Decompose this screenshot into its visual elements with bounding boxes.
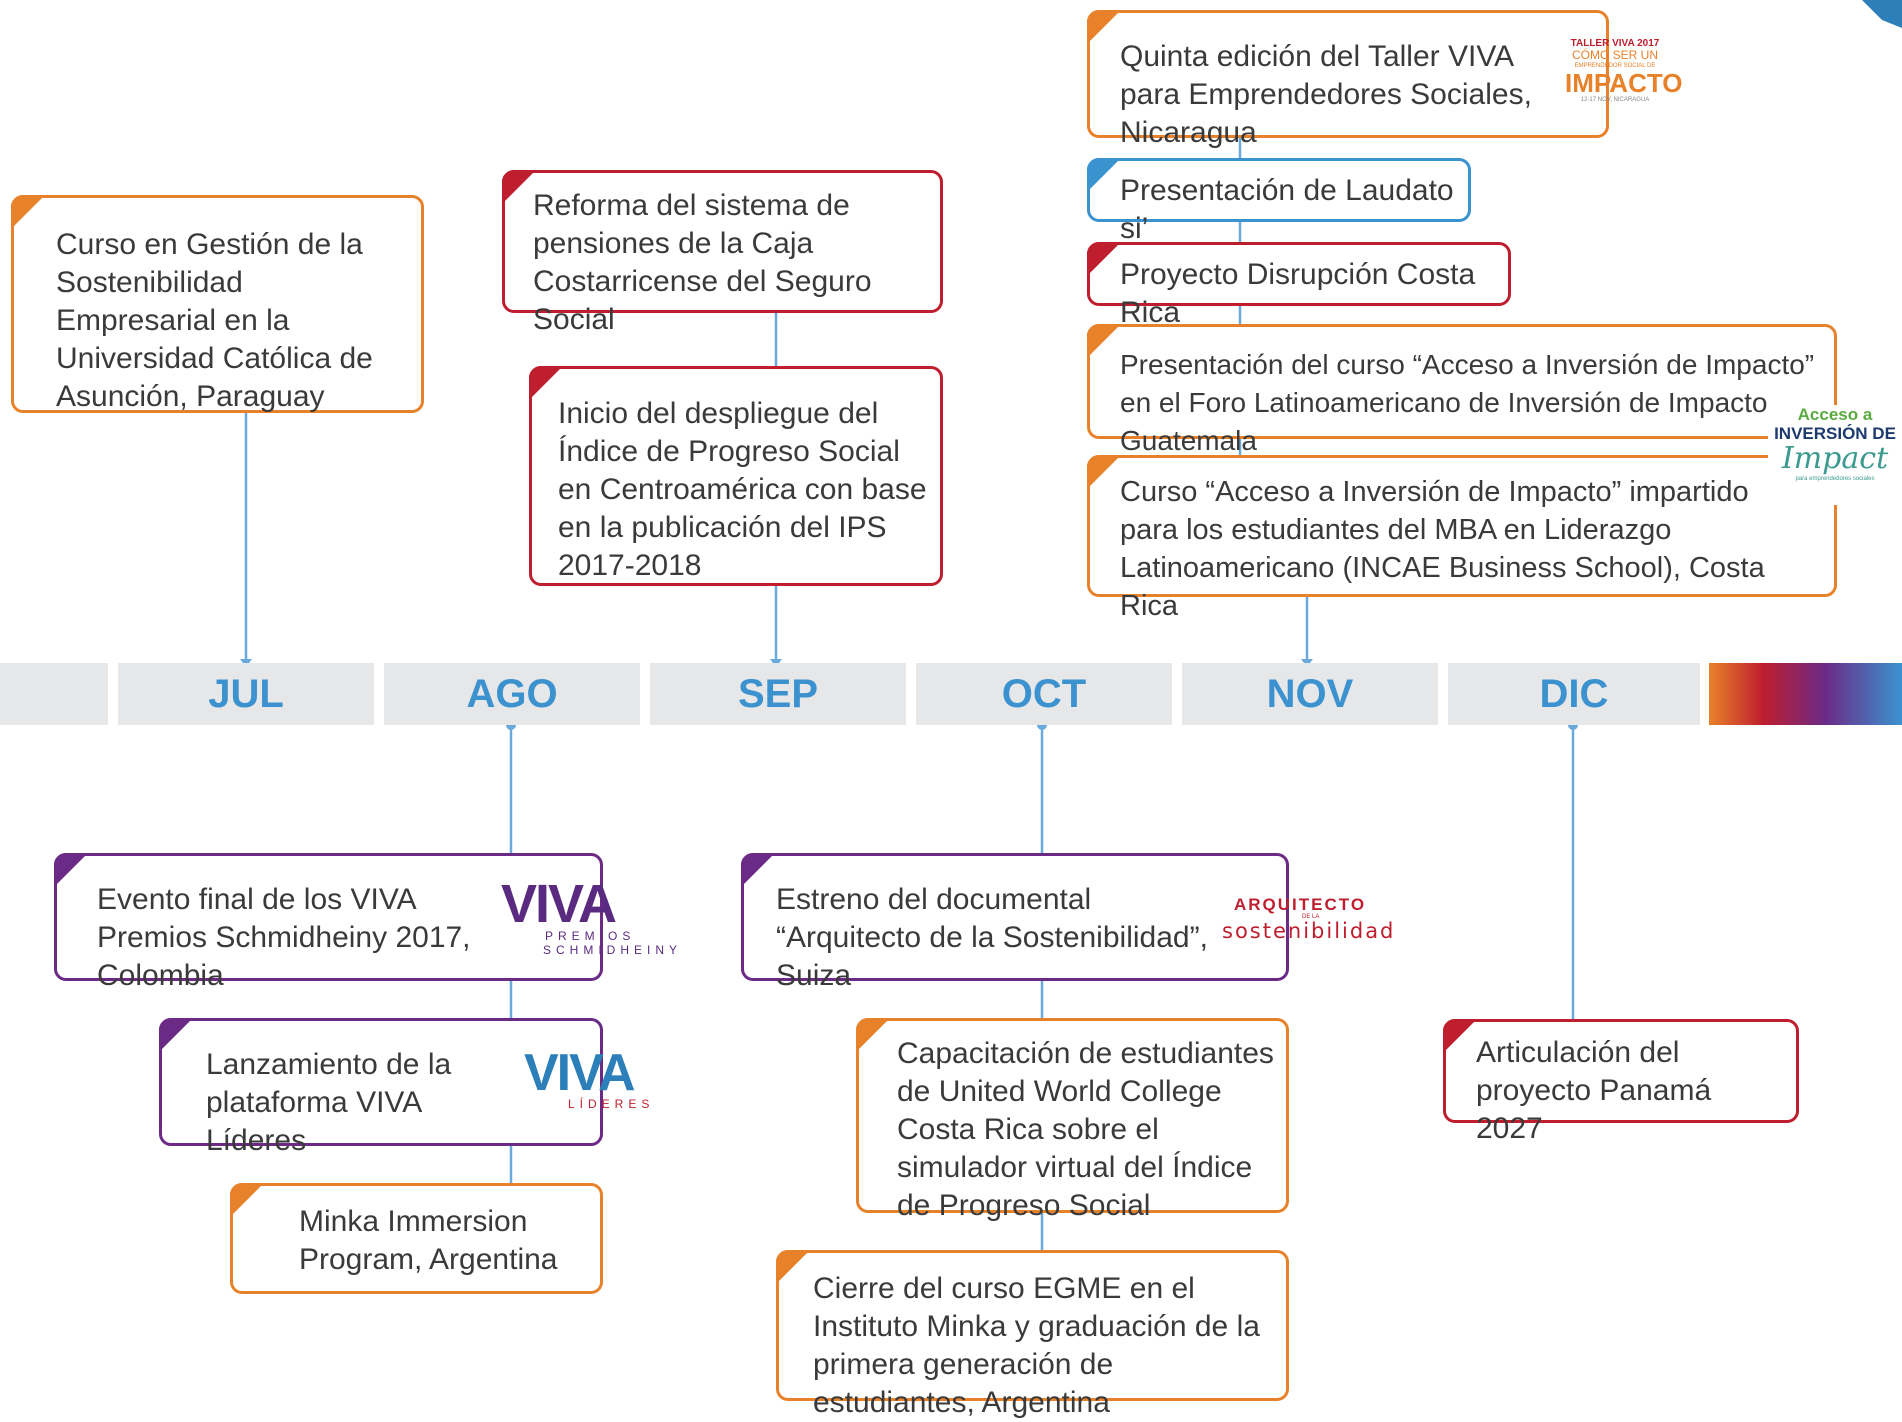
month-sep: SEP [650,663,906,725]
event-card-nov-4: Presentación del curso “Acceso a Inversi… [1087,324,1837,456]
corner-marker [1087,324,1121,358]
event-text: Articulación del proyecto Panamá 2027 [1476,1036,1712,1145]
event-card-oct-1: Estreno del documental “Arquitecto de la… [741,853,1393,992]
corner-accent [1862,0,1902,28]
event-text: Inicio del despliegue del Índice de Prog… [558,397,927,582]
event-text: Evento final de los VIVA Premios Schmidh… [97,883,471,992]
event-text: Capacitación de estudiantes de United Wo… [897,1037,1274,1222]
event-card-nov-3: Proyecto Disrupción Costa Rica [1087,242,1511,329]
event-text: Curso en Gestión de la Sostenibilidad Em… [56,228,373,413]
viva-lideres-logo: VIVA LÍDERES [524,1044,655,1111]
corner-marker [159,1018,193,1052]
event-card-nov-5: Curso “Acceso a Inversión de Impacto” im… [1087,455,1837,622]
month-jul: JUL [118,663,374,725]
month-dic: DIC [1448,663,1700,725]
acceso-inversion-logo: Acceso a INVERSIÓN DE Impact para empren… [1768,405,1902,505]
corner-marker [776,1250,810,1284]
event-text: Curso “Acceso a Inversión de Impacto” im… [1120,476,1765,622]
event-text: Proyecto Disrupción Costa Rica [1120,258,1476,329]
event-card-ago-1: Evento final de los VIVA Premios Schmidh… [54,853,677,992]
month-nov: NOV [1182,663,1438,725]
month-ago: AGO [384,663,640,725]
event-text: Quinta edición del Taller VIVA para Empr… [1120,40,1532,149]
corner-marker [230,1183,264,1217]
arquitecto-sostenibilidad-logo: ARQUITECTO DE LA sostenibilidad [1222,895,1396,943]
event-text: Cierre del curso EGME en el Instituto Mi… [813,1272,1260,1419]
month-oct: OCT [916,663,1172,725]
corner-marker [856,1018,890,1052]
event-card-sep-2: Inicio del despliegue del Índice de Prog… [529,366,943,586]
event-card-nov-2: Presentación de Laudato si’ [1087,158,1471,245]
event-card-jul-1: Curso en Gestión de la Sostenibilidad Em… [11,195,424,413]
corner-marker [502,170,536,204]
viva-premios-logo: VIVA PREMIOS SCHMIDHEINY [501,874,683,957]
event-card-dic-1: Articulación del proyecto Panamá 2027 [1443,1019,1799,1145]
corner-marker [741,853,775,887]
event-text: Presentación de Laudato si’ [1120,174,1454,245]
event-card-oct-2: Capacitación de estudiantes de United Wo… [856,1018,1289,1222]
corner-marker [1087,10,1121,44]
corner-marker [1087,158,1121,192]
corner-marker [1087,242,1121,276]
event-card-ago-3: Minka Immersion Program, Argentina [230,1183,603,1294]
event-card-ago-2: Lanzamiento de la plataforma VIVA Lídere… [159,1018,649,1157]
event-text: Lanzamiento de la plataforma VIVA Lídere… [206,1048,452,1157]
corner-marker [11,195,45,229]
event-card-nov-1: Quinta edición del Taller VIVA para Empr… [1087,10,1682,149]
event-text: Presentación del curso “Acceso a Inversi… [1120,349,1815,456]
event-card-oct-3: Cierre del curso EGME en el Instituto Mi… [776,1250,1289,1419]
event-text: Reforma del sistema de pensiones de la C… [533,189,872,336]
event-text: Estreno del documental “Arquitecto de la… [776,883,1208,992]
corner-marker [529,366,563,400]
timeline-gradient-bar [1709,663,1902,725]
corner-marker [54,853,88,887]
event-text: Minka Immersion Program, Argentina [299,1205,558,1276]
event-card-sep-1: Reforma del sistema de pensiones de la C… [502,170,943,336]
taller-viva-logo: TALLER VIVA 2017 CÓMO SER UN EMPRENDEDOR… [1565,38,1683,103]
corner-marker [1443,1019,1477,1053]
corner-marker [1087,455,1121,489]
timeline-lead [0,663,108,725]
